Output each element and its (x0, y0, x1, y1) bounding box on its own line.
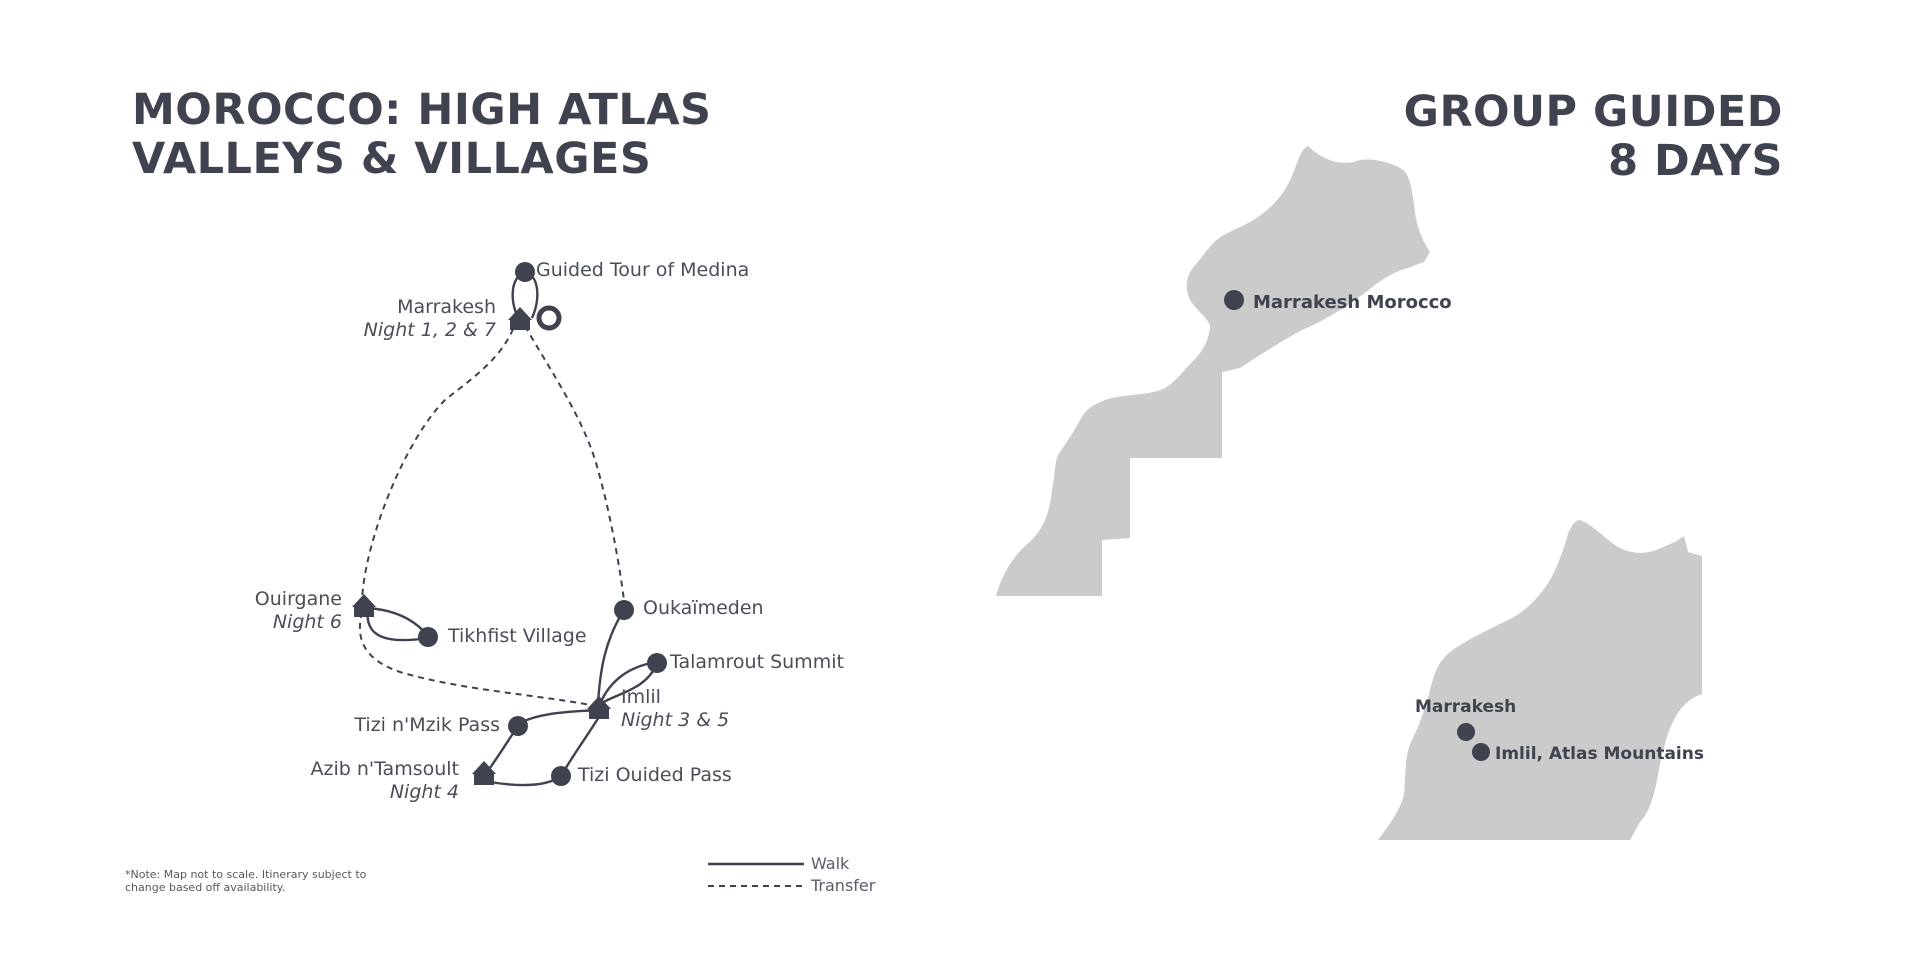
label-ouirgane: Ouirgane (255, 588, 342, 610)
label-tikhfist: Tikhfist Village (447, 625, 587, 647)
disclaimer-line-1: *Note: Map not to scale. Itinerary subje… (125, 868, 367, 881)
transfer-marrakesh-oukaimeden (524, 325, 625, 601)
region-zoom-map: Marrakesh Imlil, Atlas Mountains (1378, 520, 1704, 840)
start-ring-icon (536, 305, 562, 331)
label-tizi-ouided: Tizi Ouided Pass (577, 764, 732, 786)
route-labels: Guided Tour of Medina Marrakesh Night 1,… (255, 259, 844, 803)
morocco-country-map: Marrakesh Morocco (996, 146, 1452, 596)
route-stops (352, 262, 667, 786)
legend: Walk Transfer (708, 854, 876, 895)
label-marrakesh-morocco: Marrakesh Morocco (1253, 292, 1452, 313)
stop-dot-icon-talamrout (647, 653, 667, 673)
transfer-routes (358, 325, 625, 707)
label-marrakesh-nights: Night 1, 2 & 7 (364, 319, 496, 341)
trip-title: MOROCCO: HIGH ATLAS VALLEYS & VILLAGES (132, 86, 712, 184)
stop-dot-icon-medina (515, 262, 535, 282)
label-azib-nights: Night 4 (390, 781, 459, 803)
disclaimer-line-2: change based off availability. (125, 881, 286, 894)
house-icon-marrakesh (508, 307, 532, 330)
stop-dot-icon-tikhfist (418, 627, 438, 647)
trip-title-line-2: VALLEYS & VILLAGES (132, 134, 652, 184)
marker-dot-icon-marrakesh (1224, 290, 1244, 310)
label-azib: Azib n'Tamsoult (310, 758, 459, 780)
trip-duration-line: 8 DAYS (1608, 136, 1783, 186)
house-icon-azib (472, 761, 496, 785)
legend-walk-label: Walk (811, 854, 850, 873)
transfer-ouirgane-imlil (358, 611, 597, 707)
house-icon-imlil (587, 696, 611, 719)
walk-azib-ouided (489, 775, 562, 787)
house-icon-ouirgane (352, 594, 376, 617)
marker-dot-icon-region-marrakesh (1457, 723, 1475, 741)
disclaimer-note: *Note: Map not to scale. Itinerary subje… (125, 868, 385, 894)
label-tizi-nmzik: Tizi n'Mzik Pass (353, 714, 500, 736)
legend-transfer-label: Transfer (810, 876, 876, 895)
stop-dot-icon-tizi-ouided (551, 766, 571, 786)
trip-title-line-1: MOROCCO: HIGH ATLAS (132, 85, 712, 135)
label-imlil: Imlil (621, 686, 661, 708)
stop-dot-icon-oukaimeden (614, 600, 634, 620)
walk-routes (366, 270, 659, 787)
label-medina: Guided Tour of Medina (536, 259, 749, 281)
label-talamrout: Talamrout Summit (669, 651, 844, 673)
trip-type-line-1: GROUP GUIDED (1403, 87, 1783, 137)
walk-imlil-mzik (517, 708, 597, 726)
walk-imlil-oukaimeden (596, 609, 626, 705)
marker-dot-icon-region-imlil (1472, 743, 1490, 761)
morocco-land-shape (996, 146, 1430, 596)
label-imlil-nights: Night 3 & 5 (621, 709, 729, 731)
label-marrakesh: Marrakesh (397, 296, 496, 318)
trip-type-title: GROUP GUIDED 8 DAYS (1404, 88, 1783, 186)
region-land-shape (1378, 520, 1702, 840)
label-region-marrakesh: Marrakesh (1415, 697, 1516, 717)
label-oukaimeden: Oukaïmeden (643, 597, 764, 619)
transfer-marrakesh-ouirgane (361, 328, 514, 601)
label-region-imlil: Imlil, Atlas Mountains (1495, 744, 1704, 764)
label-ouirgane-nights: Night 6 (273, 611, 342, 633)
stop-dot-icon-tizi-nmzik (508, 716, 528, 736)
